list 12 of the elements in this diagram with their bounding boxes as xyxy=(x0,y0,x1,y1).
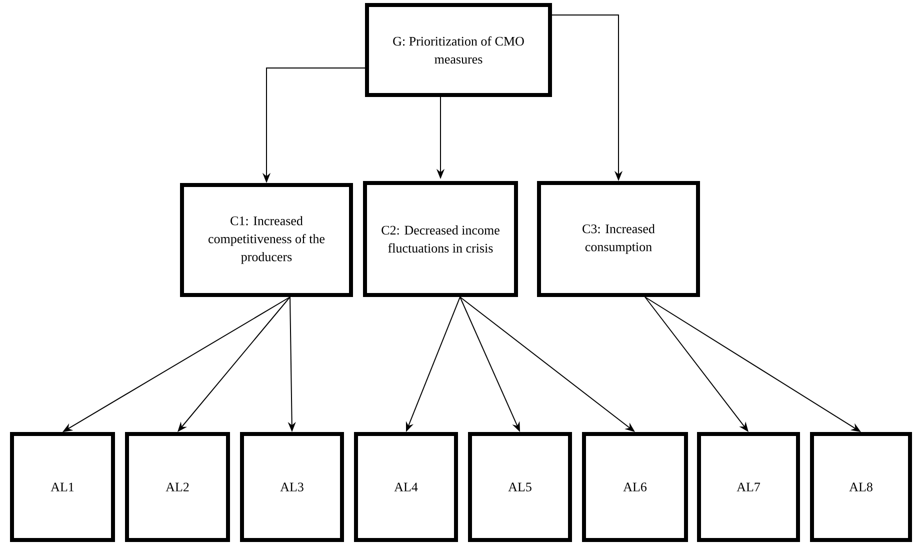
box: AL1 xyxy=(10,432,115,542)
box: AL8 xyxy=(810,432,912,542)
box: AL3 xyxy=(240,432,344,542)
box: AL4 xyxy=(354,432,458,542)
criterion-box: C1: Increased competitiveness of the producers xyxy=(180,183,353,297)
box: AL2 xyxy=(125,432,230,542)
goal-box: G: Prioritization of CMO measures xyxy=(365,3,552,97)
box: AL5 xyxy=(468,432,572,542)
box: AL6 xyxy=(582,432,688,542)
criterion-box: C2: Decreased income fluctuations in crisis xyxy=(363,181,518,297)
box: AL7 xyxy=(697,432,800,542)
criterion-box: C3: Increased consumption xyxy=(537,181,700,297)
